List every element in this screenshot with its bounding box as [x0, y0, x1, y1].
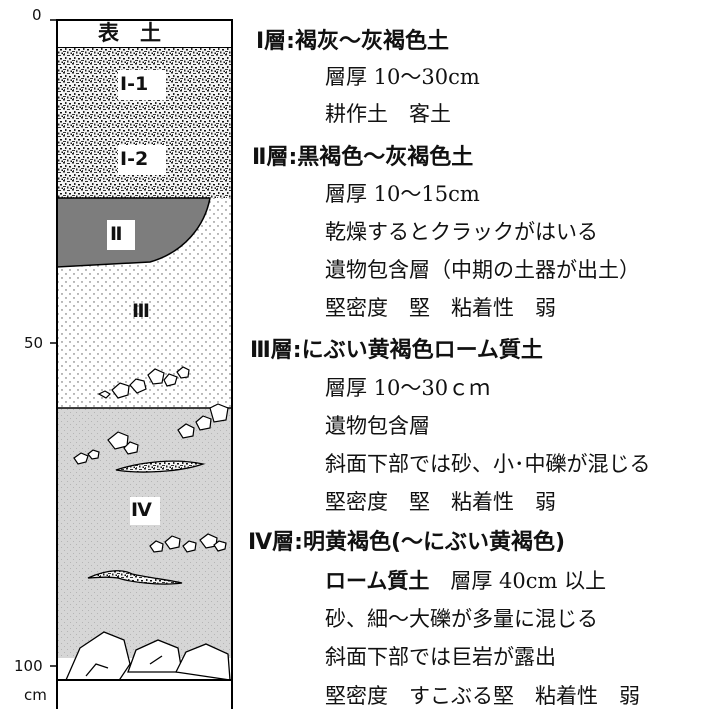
layer-4-soil-type: ローム質土: [325, 569, 430, 593]
layer-4-note-2: 斜面下部では巨岩が露出: [325, 645, 556, 669]
layer-4-thickness: 層厚 40cm 以上: [450, 569, 607, 593]
layer-4-heading: Ⅳ層:明黄褐色(～にぶい黄褐色): [248, 530, 566, 555]
layer-1-heading: Ⅰ層:褐灰～灰褐色土: [256, 29, 449, 54]
layer-3-thickness: 層厚 10～30ｃｍ: [325, 376, 491, 400]
layer-2-thickness: 層厚 10～15cm: [325, 182, 480, 206]
layer-3-note-2: 斜面下部では砂、小･中礫が混じる: [325, 452, 651, 476]
layer-2-note-3: 堅密度 堅 粘着性 弱: [325, 296, 556, 320]
lens-layer-4-upper: [115, 460, 206, 473]
scale-label-0: 0: [32, 6, 42, 24]
gravel-layer-4: [73, 403, 229, 553]
boulders: [65, 631, 231, 683]
layer-4-note-3: 堅密度 すこぶる堅 粘着性 弱: [325, 684, 640, 708]
layer-mark-4: Ⅳ: [131, 499, 152, 521]
topsoil-label: 表 土: [98, 21, 161, 45]
column-label-boxes: [107, 70, 166, 525]
layer-2-note-1: 乾燥するとクラックがはいる: [325, 220, 598, 244]
scale-label-100: 100: [14, 657, 43, 675]
layer-1-note: 耕作土 客土: [325, 102, 451, 126]
lens-layer-4-lower: [87, 570, 183, 585]
layer-4-note-1: 砂、細～大礫が多量に混じる: [325, 607, 598, 631]
layer-2-heading: Ⅱ層:黒褐色～灰褐色土: [252, 145, 474, 170]
column-bottom-band: [57, 680, 232, 709]
scale-unit: cm: [24, 686, 47, 704]
sublayer-label-2: Ⅰ-2: [120, 148, 149, 170]
layer-mark-3: Ⅲ: [132, 300, 150, 322]
sublayer-label-1: Ⅰ-1: [120, 73, 149, 95]
layer-4-line-1: ローム質土 層厚 40cm 以上: [325, 571, 606, 592]
layer-3-note-1: 遺物包含層: [325, 414, 430, 438]
layer-2-note-2: 遺物包含層（中期の土器が出土）: [325, 258, 640, 282]
gravel-cluster-3: [97, 366, 190, 399]
layer-3-note-3: 堅密度 堅 粘着性 弱: [325, 490, 556, 514]
layer-4-fill: [57, 408, 232, 658]
layer-mark-2: Ⅱ: [110, 223, 123, 245]
column-outline: [56, 19, 233, 681]
scale-label-50: 50: [24, 334, 44, 352]
scale-ticks: [50, 19, 57, 667]
layer-3-heading: Ⅲ層:にぶい黄褐色ローム質土: [250, 338, 543, 363]
layer-1-thickness: 層厚 10～30cm: [325, 65, 480, 89]
